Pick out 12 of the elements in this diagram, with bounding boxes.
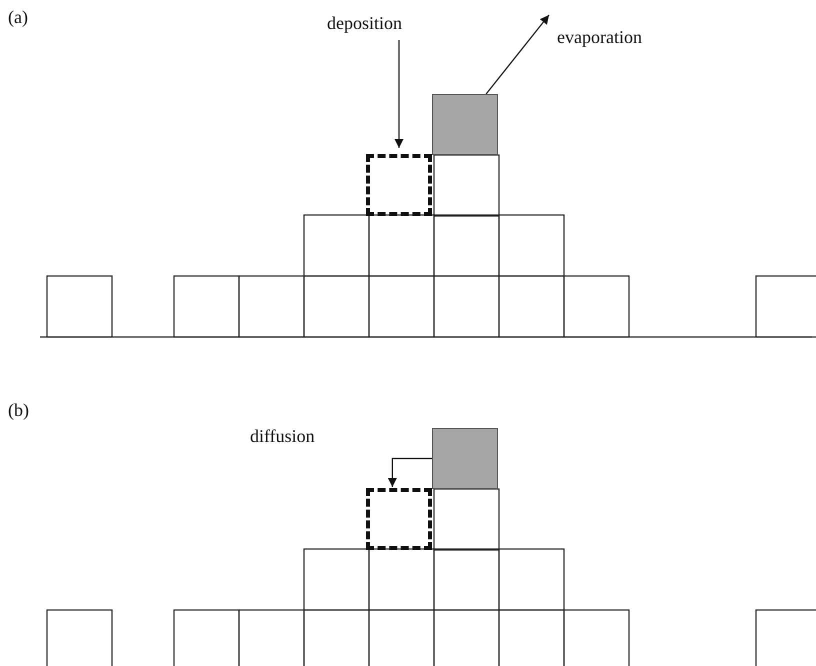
arrow — [388, 458, 432, 487]
process-label: deposition — [327, 14, 402, 32]
atom-block — [432, 428, 498, 489]
arrow — [486, 14, 550, 94]
vacancy-box — [366, 488, 432, 550]
vacancy-box — [366, 154, 432, 216]
panel-label: (b) — [8, 401, 29, 419]
atom-block — [432, 94, 498, 155]
process-label: diffusion — [250, 427, 315, 445]
arrow — [394, 40, 404, 148]
process-label: evaporation — [557, 28, 642, 46]
panel-label: (a) — [8, 8, 28, 26]
